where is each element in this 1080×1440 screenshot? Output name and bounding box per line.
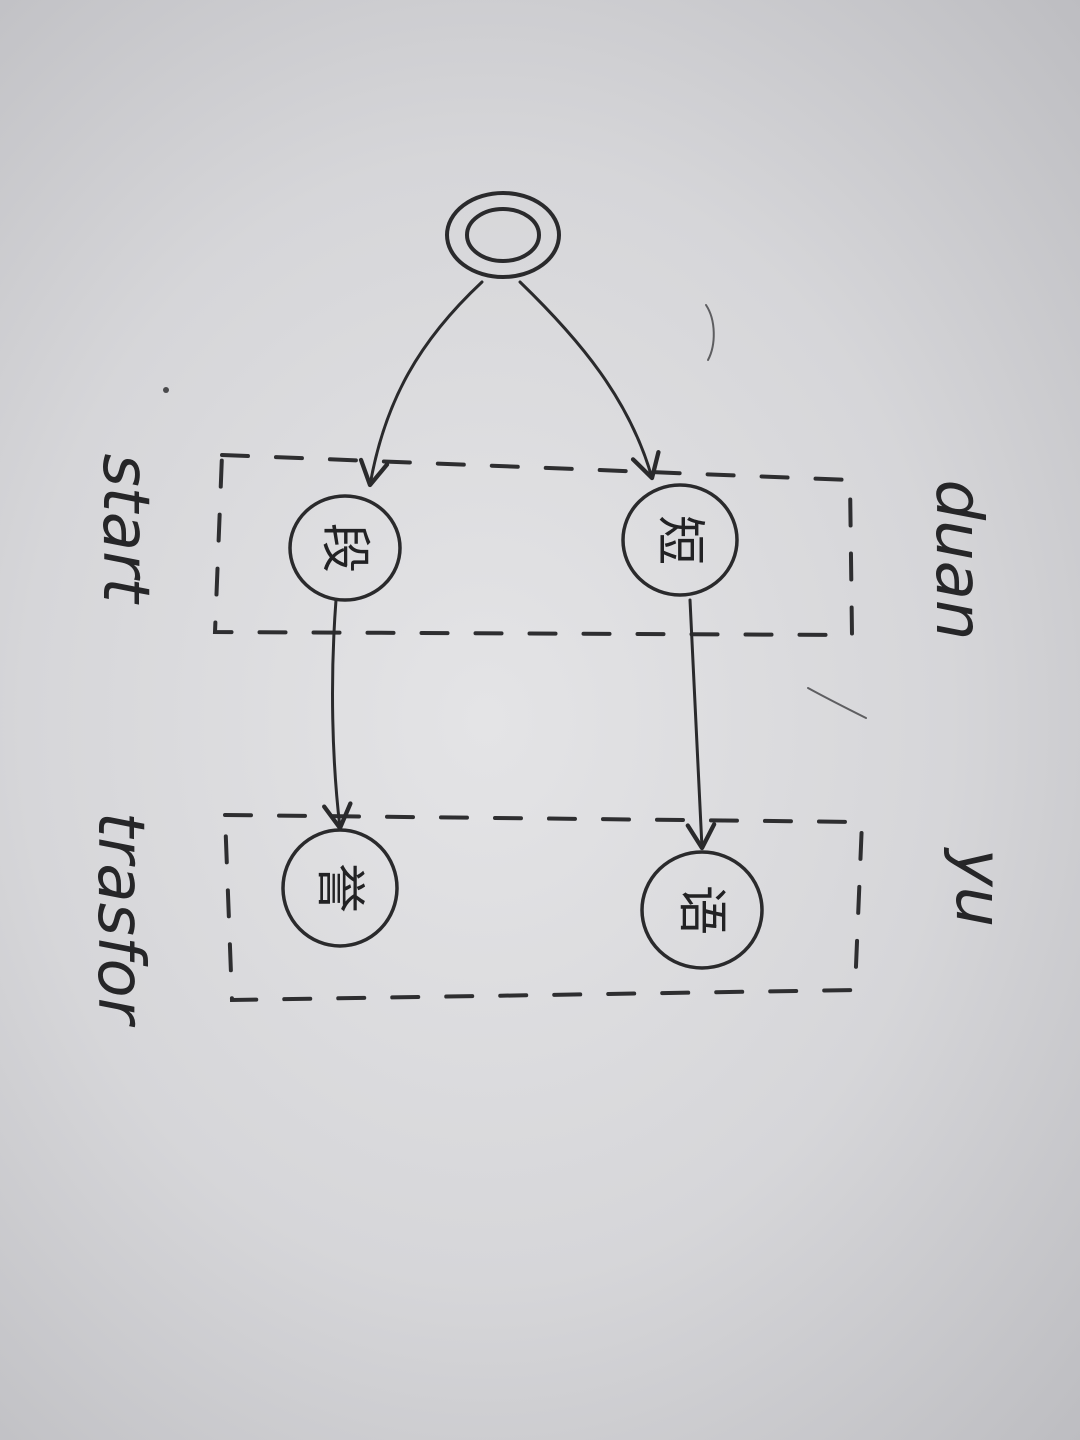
- node-n4: 语: [640, 850, 764, 970]
- start-node: [445, 191, 561, 279]
- node-n2-label: 短: [651, 515, 709, 565]
- label-trasfor: trasfor: [83, 812, 157, 1028]
- node-n4-label: 语: [673, 885, 731, 935]
- node-n1: 段: [288, 494, 402, 602]
- node-n3-label: 誉: [311, 863, 369, 913]
- stray-mark: [705, 304, 715, 361]
- edge-start-to-n1: [358, 280, 484, 488]
- edge-n2-to-n4: [685, 598, 717, 851]
- node-n1-label: 段: [316, 523, 374, 573]
- stray-dot: [163, 387, 169, 393]
- label-yu: yu: [941, 847, 1015, 927]
- edge-n1-to-n3: [322, 598, 353, 831]
- node-n2: 短: [621, 483, 739, 597]
- edge-start-to-n2: [518, 280, 661, 481]
- label-duan: duan: [921, 480, 995, 641]
- node-n3: 誉: [281, 828, 399, 948]
- label-start: start: [88, 453, 162, 605]
- stray-mark: [807, 687, 867, 719]
- group-box-duan: [212, 452, 855, 638]
